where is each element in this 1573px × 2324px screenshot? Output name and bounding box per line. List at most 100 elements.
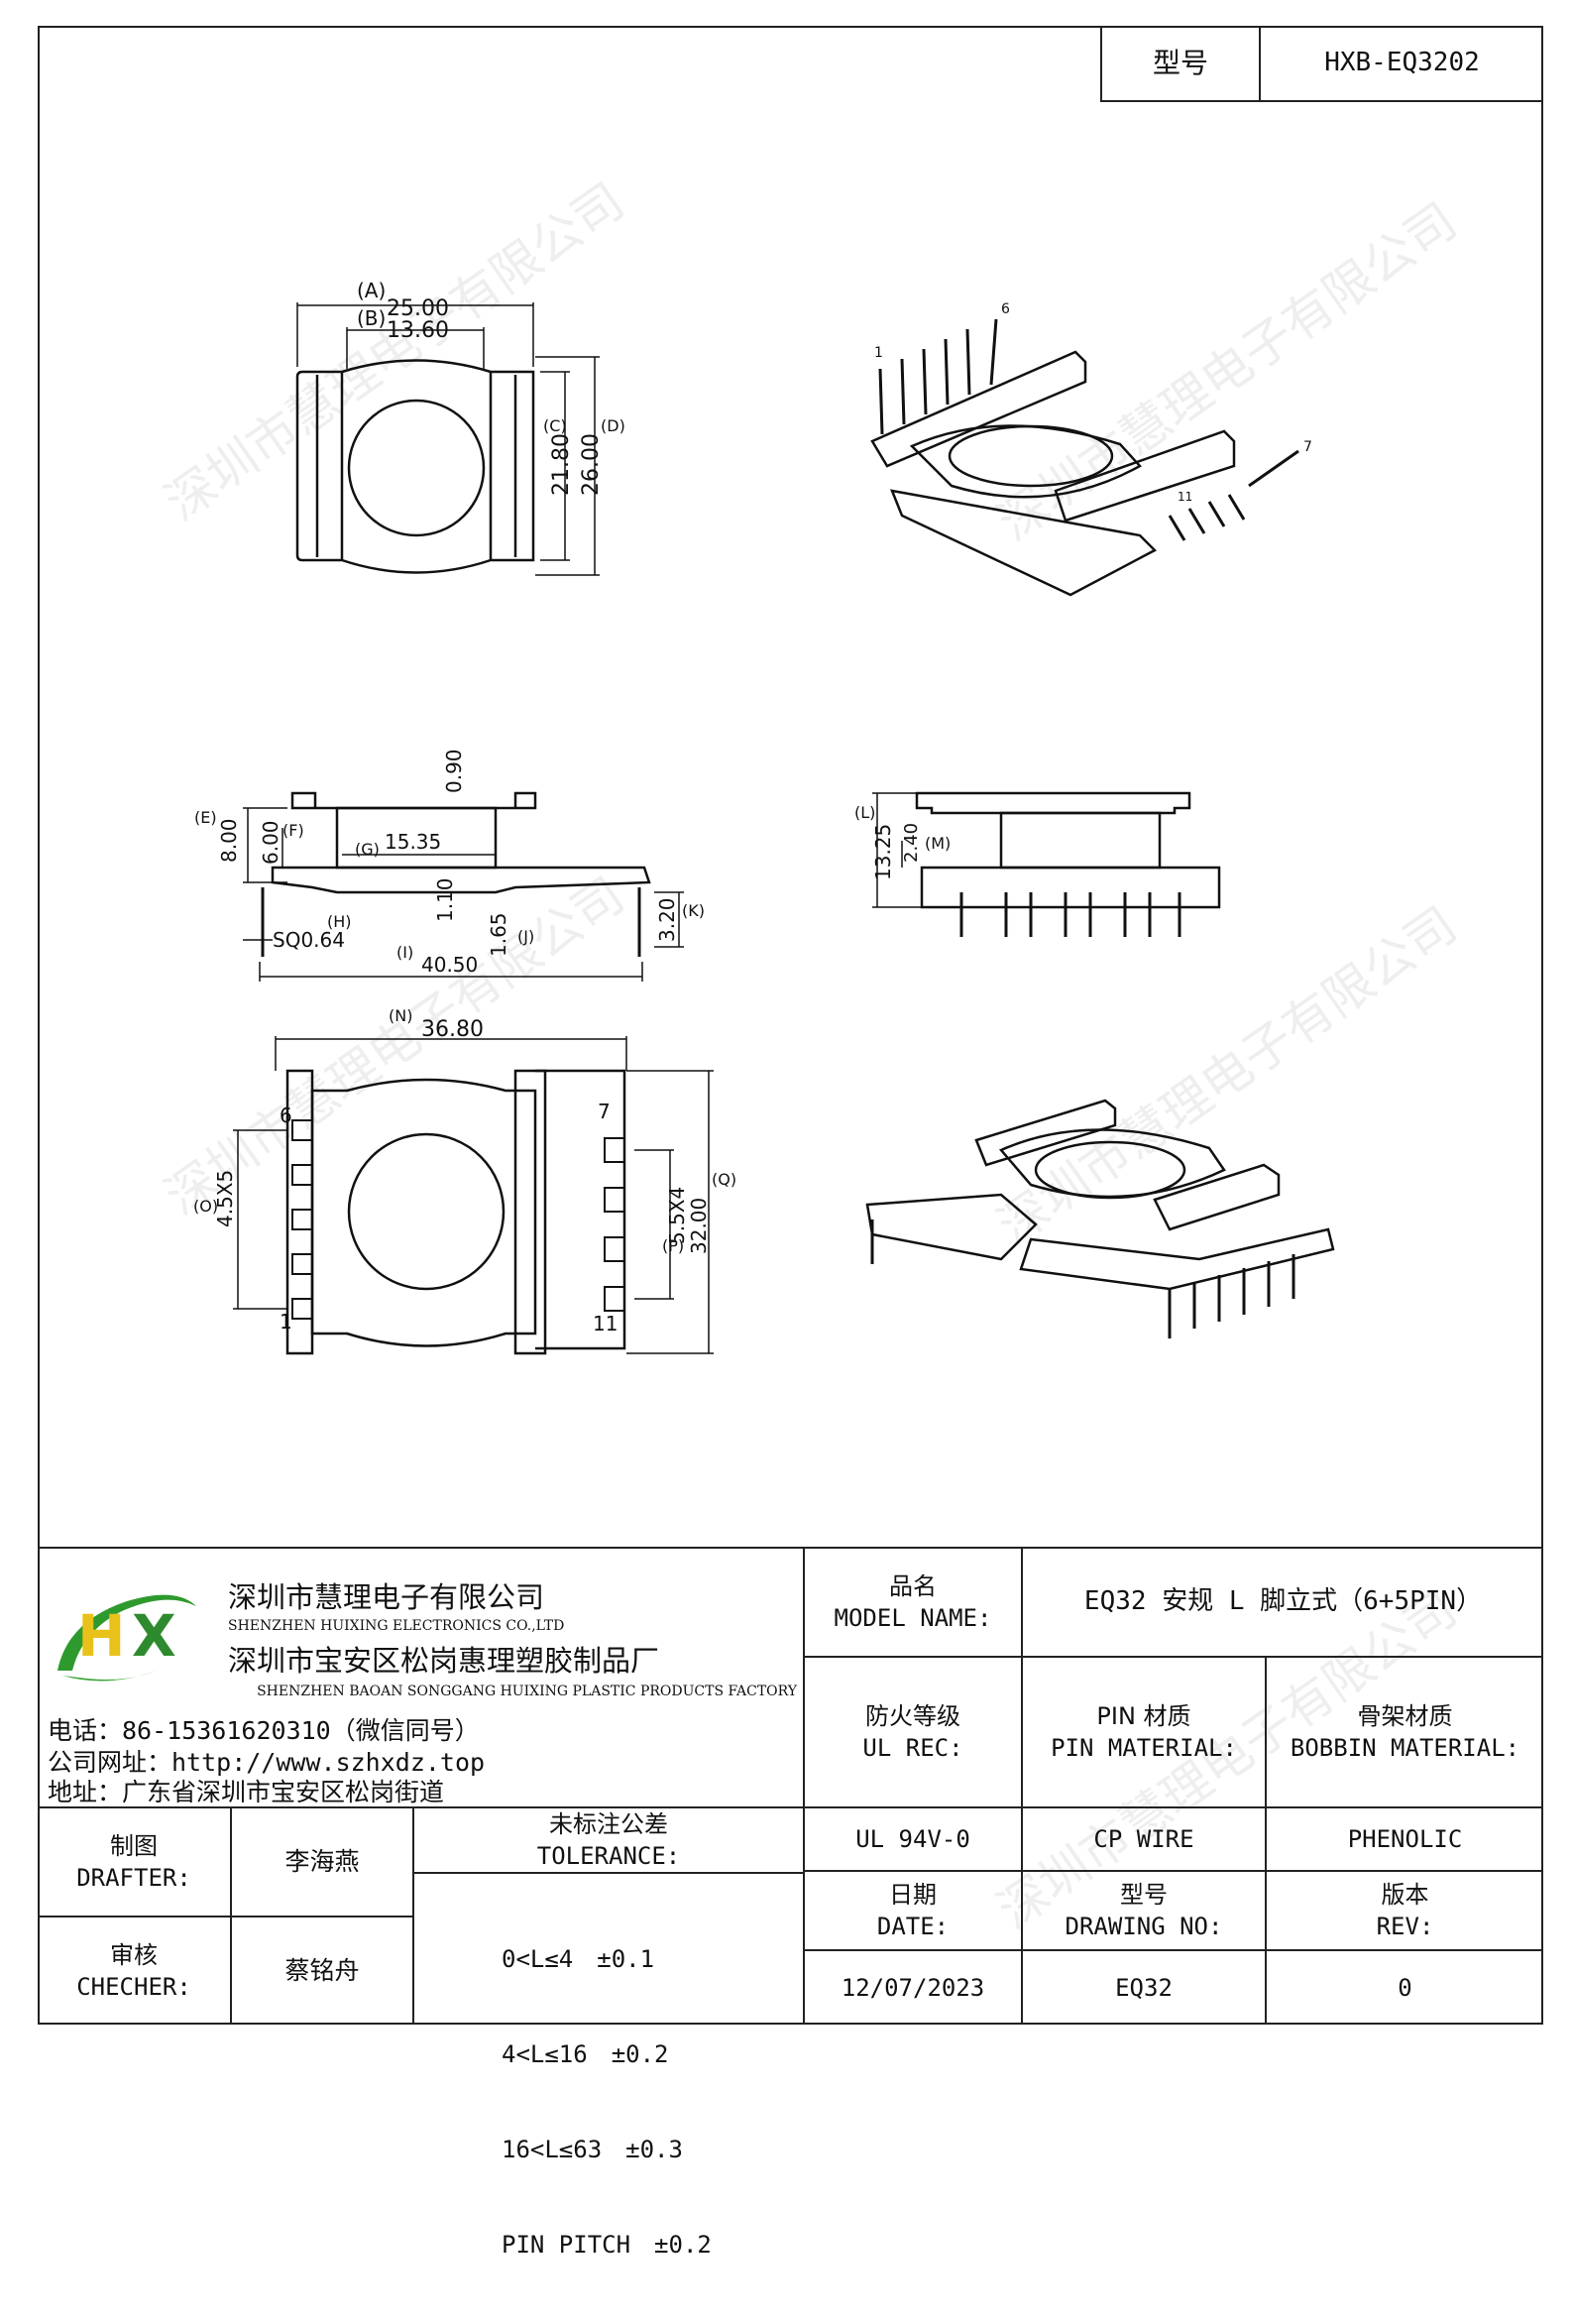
bobbin-material-label-en: BOBBIN MATERIAL: xyxy=(1290,1734,1520,1762)
rev-label: 版本 REV: xyxy=(1267,1872,1543,1949)
pin-material-label: PIN 材质 PIN MATERIAL: xyxy=(1023,1658,1265,1806)
top-view xyxy=(295,302,600,576)
ul-rec-label-cn: 防火等级 xyxy=(865,1701,960,1730)
tolerance-list: 0<L≤4 ±0.1 4<L≤16 ±0.2 16<L≤63 ±0.3 PIN … xyxy=(502,1880,712,2324)
ul-rec-value: UL 94V-0 xyxy=(855,1824,970,1853)
header-box: 型号 HXB-EQ3202 xyxy=(1100,26,1543,102)
pin-material-label-cn: PIN 材质 xyxy=(1096,1701,1191,1730)
model-name-label: 品名 MODEL NAME: xyxy=(805,1549,1021,1656)
model-name-label-en: MODEL NAME: xyxy=(834,1604,992,1632)
pin-6-label: 6 xyxy=(280,1104,292,1127)
dim-a-tag: (A) xyxy=(357,279,386,302)
date-label: 日期 DATE: xyxy=(805,1872,1021,1949)
dim-1-10: 1.10 xyxy=(433,877,457,922)
dim-c: 21.80 xyxy=(549,433,574,496)
company-address: 地址：广东省深圳市宝安区松岗街道 xyxy=(48,1778,445,1806)
iso-pin-11-label: 11 xyxy=(1178,490,1192,504)
dim-i: 40.50 xyxy=(421,953,478,977)
company-website: 公司网址：http://www.szhxdz.top xyxy=(48,1748,486,1777)
bobbin-material-label: 骨架材质 BOBBIN MATERIAL: xyxy=(1267,1658,1543,1806)
dim-b-tag: (B) xyxy=(357,306,386,330)
date-label-en: DATE: xyxy=(876,1913,950,1940)
drawing-no-label-en: DRAWING NO: xyxy=(1065,1913,1223,1940)
title-block: H X 深圳市慧理电子有限公司 SHENZHEN HUIXING ELECTRO… xyxy=(38,1547,1543,2259)
dim-i-tag: (I) xyxy=(396,943,413,962)
dim-1-65: 1.65 xyxy=(487,912,510,957)
dim-o: 4.5X5 xyxy=(213,1170,237,1227)
dim-d-tag: (D) xyxy=(601,416,625,435)
pin-7-label: 7 xyxy=(598,1100,611,1123)
dim-g-tag: (G) xyxy=(355,840,380,859)
dim-f: 6.00 xyxy=(259,820,282,865)
dim-f-tag: (F) xyxy=(282,821,304,840)
tolerance-row: 0<L≤4 ±0.1 xyxy=(502,1945,655,1973)
header-model-label: 型号 xyxy=(1152,46,1208,79)
checker-label-cn: 审核 xyxy=(110,1940,158,1969)
dim-m-tag: (M) xyxy=(925,834,951,853)
dim-0-90: 0.90 xyxy=(442,749,466,793)
end-view xyxy=(872,791,1221,937)
checker-label: 审核 CHECHER: xyxy=(38,1917,230,2025)
company-name-en: SHENZHEN HUIXING ELECTRONICS CO.,LTD xyxy=(228,1618,565,1634)
logo-x: X xyxy=(132,1602,176,1670)
iso-pin-6-label: 6 xyxy=(1001,301,1010,317)
dim-a: 25.00 xyxy=(387,296,449,321)
iso-pin-1-label: 1 xyxy=(874,345,883,361)
dim-b: 13.60 xyxy=(387,318,449,343)
dim-g: 15.35 xyxy=(385,830,441,854)
factory-name-cn: 深圳市宝安区松岗惠理塑胶制品厂 xyxy=(228,1644,660,1678)
iso-pin-7-label: 7 xyxy=(1303,439,1312,455)
rev-label-cn: 版本 xyxy=(1381,1880,1429,1909)
bottom-view xyxy=(233,1036,714,1355)
rev-value: 0 xyxy=(1398,1973,1412,2002)
dim-n-tag: (N) xyxy=(389,1006,412,1025)
logo-h: H xyxy=(77,1602,126,1670)
isometric-view-top xyxy=(870,318,1299,597)
pin-material-value: CP WIRE xyxy=(1093,1824,1194,1853)
tolerance-label-en: TOLERANCE: xyxy=(536,1842,681,1870)
dim-k: 3.20 xyxy=(655,897,679,942)
technical-drawing: (A) 25.00 (B) 13.60 (C) 21.80 (D) 26.00 … xyxy=(193,279,1335,1355)
dim-o-tag: (O) xyxy=(193,1197,218,1216)
dim-l: 13.25 xyxy=(871,824,895,880)
drafter-label: 制图 DRAFTER: xyxy=(38,1808,230,1916)
dim-j-tag: (J) xyxy=(517,927,534,946)
tolerance-row: 16<L≤63 ±0.3 xyxy=(502,2136,683,2163)
dim-e-tag: (E) xyxy=(194,808,217,827)
drawing-no-label: 型号 DRAWING NO: xyxy=(1023,1872,1265,1949)
company-phone: 电话：86-15361620310（微信同号） xyxy=(48,1716,480,1745)
side-view xyxy=(243,791,684,982)
dim-e: 8.00 xyxy=(217,818,241,863)
pin-11-label: 11 xyxy=(593,1312,618,1336)
checker-label-en: CHECHER: xyxy=(76,1973,191,2001)
dim-n: 36.80 xyxy=(421,1017,484,1042)
drawing-no-value: EQ32 xyxy=(1115,1973,1173,2002)
dim-q-tag: (Q) xyxy=(712,1170,736,1189)
date-value: 12/07/2023 xyxy=(841,1973,985,2002)
dim-h-tag: (H) xyxy=(327,912,352,931)
dim-m: 2.40 xyxy=(901,823,922,863)
dim-sq: SQ0.64 xyxy=(273,928,345,952)
dim-q: 32.00 xyxy=(687,1198,711,1254)
drafter-label-en: DRAFTER: xyxy=(76,1864,191,1892)
tolerance-label-cn: 未标注公差 xyxy=(549,1809,668,1838)
dim-k-tag: (K) xyxy=(682,901,705,920)
pin-1-label: 1 xyxy=(280,1310,292,1334)
model-name-label-cn: 品名 xyxy=(889,1571,937,1600)
dim-l-tag: (L) xyxy=(854,803,875,822)
pin-material-label-en: PIN MATERIAL: xyxy=(1051,1734,1237,1762)
dim-p: 5.5X4 xyxy=(665,1187,689,1244)
tolerance-label: 未标注公差 TOLERANCE: xyxy=(414,1808,803,1872)
ul-rec-label: 防火等级 UL REC: xyxy=(805,1658,1021,1806)
tolerance-row: PIN PITCH ±0.2 xyxy=(502,2231,712,2259)
header-model-value: HXB-EQ3202 xyxy=(1324,47,1480,77)
ul-rec-label-en: UL REC: xyxy=(862,1734,963,1762)
dim-c-tag: (C) xyxy=(543,416,567,435)
isometric-view-bottom xyxy=(865,1099,1335,1338)
dim-p-tag: (P) xyxy=(662,1236,684,1255)
drawing-no-label-cn: 型号 xyxy=(1120,1880,1168,1909)
drawing-frame xyxy=(38,26,1543,2025)
company-logo: H X xyxy=(48,1571,216,1690)
model-name-value: EQ32 安规 L 脚立式（6+5PIN） xyxy=(1083,1586,1483,1617)
tolerance-row: 4<L≤16 ±0.2 xyxy=(502,2040,669,2068)
